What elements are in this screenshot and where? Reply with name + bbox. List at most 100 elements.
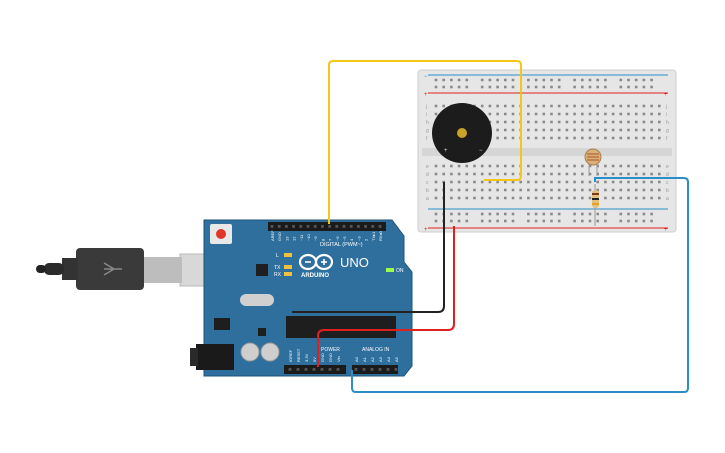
- breadboard-hole[interactable]: [527, 180, 530, 184]
- breadboard-hole[interactable]: [619, 104, 623, 108]
- breadboard-hole[interactable]: [496, 180, 499, 184]
- header-pin[interactable]: [270, 225, 274, 228]
- breadboard-hole[interactable]: [596, 180, 599, 184]
- rail-hole[interactable]: [457, 219, 461, 223]
- breadboard-hole[interactable]: [634, 180, 638, 184]
- breadboard-hole[interactable]: [534, 180, 538, 184]
- breadboard-hole[interactable]: [627, 112, 630, 116]
- rail-hole[interactable]: [573, 219, 576, 223]
- breadboard-hole[interactable]: [581, 196, 584, 200]
- header-pin[interactable]: [370, 368, 374, 371]
- breadboard-hole[interactable]: [604, 128, 607, 132]
- breadboard-hole[interactable]: [504, 112, 507, 116]
- header-pin[interactable]: [304, 368, 308, 371]
- breadboard-hole[interactable]: [565, 112, 569, 116]
- rail-hole[interactable]: [511, 78, 515, 82]
- breadboard-hole[interactable]: [642, 112, 646, 116]
- rail-hole[interactable]: [496, 212, 499, 216]
- header-pin[interactable]: [362, 368, 366, 371]
- breadboard-hole[interactable]: [550, 164, 553, 168]
- breadboard-hole[interactable]: [457, 196, 461, 200]
- breadboard-hole[interactable]: [634, 112, 638, 116]
- breadboard-hole[interactable]: [658, 104, 661, 108]
- rail-hole[interactable]: [604, 85, 607, 89]
- breadboard-hole[interactable]: [627, 104, 630, 108]
- header-pin[interactable]: [313, 225, 317, 228]
- breadboard-hole[interactable]: [642, 180, 646, 184]
- breadboard-hole[interactable]: [634, 188, 638, 192]
- rail-hole[interactable]: [465, 212, 469, 216]
- breadboard-hole[interactable]: [511, 196, 515, 200]
- breadboard-hole[interactable]: [434, 104, 438, 108]
- rail-hole[interactable]: [457, 85, 461, 89]
- breadboard-hole[interactable]: [573, 112, 576, 116]
- breadboard-hole[interactable]: [588, 104, 592, 108]
- breadboard-hole[interactable]: [442, 164, 445, 168]
- breadboard-hole[interactable]: [542, 128, 546, 132]
- breadboard-hole[interactable]: [511, 172, 515, 176]
- breadboard-hole[interactable]: [611, 164, 615, 168]
- breadboard-hole[interactable]: [619, 196, 623, 200]
- breadboard-hole[interactable]: [573, 104, 576, 108]
- breadboard-hole[interactable]: [457, 180, 461, 184]
- breadboard-hole[interactable]: [650, 104, 653, 108]
- rail-hole[interactable]: [588, 78, 592, 82]
- breadboard-hole[interactable]: [480, 180, 484, 184]
- header-pin[interactable]: [357, 225, 360, 228]
- rail-hole[interactable]: [450, 219, 453, 223]
- breadboard-hole[interactable]: [434, 180, 438, 184]
- breadboard-hole[interactable]: [619, 128, 623, 132]
- breadboard-hole[interactable]: [611, 104, 615, 108]
- breadboard-hole[interactable]: [588, 188, 592, 192]
- breadboard-hole[interactable]: [550, 188, 553, 192]
- breadboard-hole[interactable]: [658, 196, 661, 200]
- breadboard-hole[interactable]: [565, 128, 569, 132]
- breadboard-hole[interactable]: [634, 120, 638, 124]
- rail-hole[interactable]: [434, 219, 438, 223]
- rail-hole[interactable]: [581, 78, 584, 82]
- rail-hole[interactable]: [480, 85, 484, 89]
- breadboard-hole[interactable]: [496, 104, 499, 108]
- rail-hole[interactable]: [634, 212, 638, 216]
- breadboard-hole[interactable]: [542, 188, 546, 192]
- breadboard-hole[interactable]: [457, 188, 461, 192]
- breadboard-hole[interactable]: [634, 164, 638, 168]
- breadboard-hole[interactable]: [604, 120, 607, 124]
- breadboard-hole[interactable]: [565, 120, 569, 124]
- rail-hole[interactable]: [534, 212, 538, 216]
- breadboard-hole[interactable]: [650, 164, 653, 168]
- rail-hole[interactable]: [542, 78, 546, 82]
- rail-hole[interactable]: [642, 85, 646, 89]
- breadboard-hole[interactable]: [581, 128, 584, 132]
- breadboard-hole[interactable]: [642, 104, 646, 108]
- breadboard-hole[interactable]: [496, 188, 499, 192]
- rail-hole[interactable]: [650, 219, 653, 223]
- header-pin[interactable]: [349, 225, 353, 228]
- breadboard-hole[interactable]: [496, 128, 499, 132]
- rail-hole[interactable]: [588, 212, 592, 216]
- header-pin[interactable]: [288, 368, 292, 371]
- wire-red[interactable]: [317, 226, 455, 367]
- rail-hole[interactable]: [504, 219, 507, 223]
- breadboard-hole[interactable]: [450, 164, 453, 168]
- breadboard-hole[interactable]: [573, 196, 576, 200]
- rail-hole[interactable]: [596, 212, 599, 216]
- breadboard-hole[interactable]: [534, 128, 538, 132]
- breadboard-hole[interactable]: [557, 180, 561, 184]
- rail-hole[interactable]: [550, 85, 553, 89]
- rail-hole[interactable]: [596, 78, 599, 82]
- breadboard-hole[interactable]: [619, 112, 623, 116]
- header-pin[interactable]: [306, 225, 310, 228]
- rail-hole[interactable]: [511, 85, 515, 89]
- breadboard-hole[interactable]: [611, 120, 615, 124]
- breadboard-hole[interactable]: [581, 120, 584, 124]
- rail-hole[interactable]: [619, 78, 623, 82]
- breadboard-hole[interactable]: [450, 180, 453, 184]
- rail-hole[interactable]: [511, 219, 515, 223]
- breadboard-hole[interactable]: [588, 172, 592, 176]
- breadboard-hole[interactable]: [573, 120, 576, 124]
- breadboard-hole[interactable]: [588, 128, 592, 132]
- breadboard-hole[interactable]: [488, 188, 492, 192]
- rail-hole[interactable]: [627, 219, 630, 223]
